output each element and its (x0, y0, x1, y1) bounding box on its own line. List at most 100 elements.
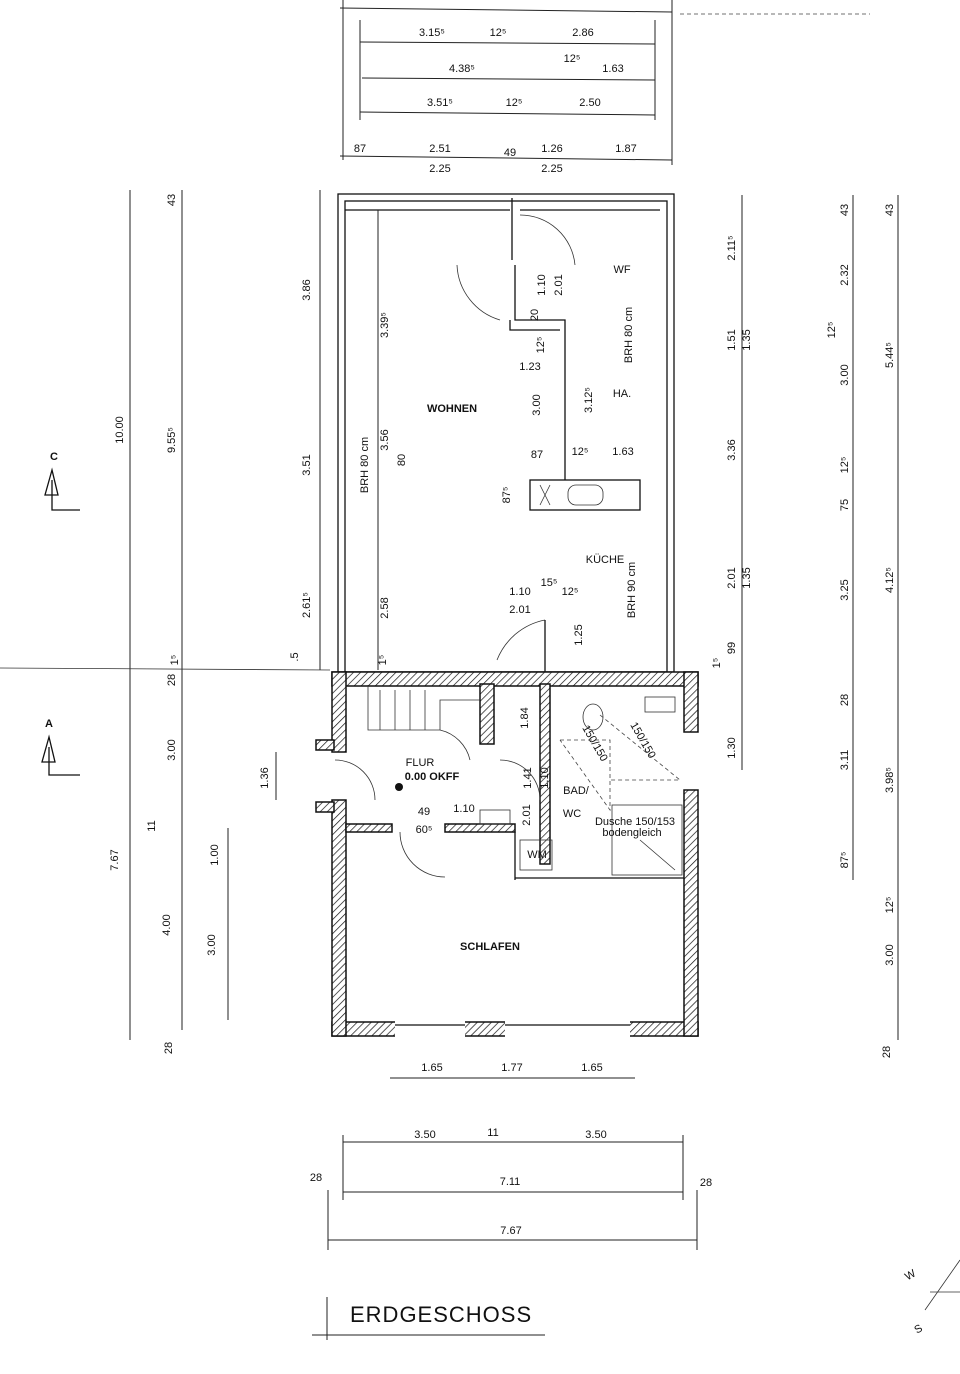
dimension-label: 3.12⁵ (583, 387, 595, 413)
dimension-label: 12⁵ (562, 586, 579, 598)
dimension-label: 1.65 (581, 1062, 602, 1074)
dimension-label: 87⁵ (839, 852, 851, 869)
dimension-label: 1.84 (519, 707, 531, 728)
dimension-label: 3.86 (301, 279, 313, 300)
dimension-label: 12⁵ (490, 27, 507, 39)
dimension-label: 1.41 (522, 767, 534, 788)
dimension-label: 12⁵ (839, 457, 851, 474)
dimension-label: BRH 90 cm (626, 562, 638, 618)
dimension-label: 87 (531, 449, 543, 461)
room-label-wf: WF (613, 264, 630, 276)
dimension-label: 4.12⁵ (884, 567, 896, 593)
dimension-label: 1.26 (541, 143, 562, 155)
dimension-label: 3.36 (726, 439, 738, 460)
upper-building-outline (337, 193, 675, 673)
dimension-label: 2.61⁵ (301, 592, 313, 618)
dimension-label: 1.65 (421, 1062, 442, 1074)
dimension-label: 9.55⁵ (166, 427, 178, 453)
dimension-label: 3.00 (531, 394, 543, 415)
section-marker-a: A (45, 718, 53, 730)
dimension-label: 5.44⁵ (884, 342, 896, 368)
dimension-label: 12⁵ (826, 322, 838, 339)
lower-building-walls (315, 671, 699, 1038)
dimension-label: 3.25 (839, 579, 851, 600)
dimension-label: 3.00 (166, 739, 178, 760)
dimension-label: 4.38⁵ (449, 63, 475, 75)
dimension-label: 49 (418, 806, 430, 818)
dimension-label: 3.15⁵ (419, 27, 445, 39)
dimension-label: 12⁵ (506, 97, 523, 109)
dimension-label: 2.11⁵ (726, 235, 738, 260)
dimension-label: 28 (163, 1042, 175, 1054)
room-label-dusche2: bodengleich (602, 827, 661, 839)
dimension-label: 2.25 (429, 163, 450, 175)
dimension-label: 12⁵ (535, 337, 547, 354)
room-label-dusche1: Dusche 150/153 (595, 816, 675, 828)
dimension-label: 2.32 (839, 264, 851, 285)
dimension-label: 11 (487, 1127, 498, 1139)
dimension-label: 10.00 (114, 416, 126, 444)
dimension-label: 2.01 (521, 804, 533, 825)
dimension-label: 49 (504, 147, 516, 159)
dimension-label: 28 (839, 694, 851, 706)
dimension-label: 87 (354, 143, 366, 155)
dimension-label: 1.23 (519, 361, 540, 373)
dimension-label: .5 (289, 652, 301, 661)
dimension-label: 1.36 (259, 767, 271, 788)
dimension-label: BRH 80 cm (359, 437, 371, 493)
dimension-label: 3.00 (884, 944, 896, 965)
dimension-label: 2.50 (579, 97, 600, 109)
room-label-schlafen: SCHLAFEN (460, 941, 520, 953)
dimension-label: 80 (396, 454, 408, 466)
plan-title: ERDGESCHOSS (350, 1302, 532, 1327)
dimension-label: 1.30 (726, 737, 738, 758)
dimension-label: 2.01 (509, 604, 530, 616)
dimension-label: 3.11 (839, 750, 851, 771)
dimension-label: 3.00 (206, 934, 218, 955)
room-label-flur: FLUR (406, 757, 435, 769)
room-label-bad2: WC (563, 808, 581, 820)
dimension-label: 2.01 (553, 274, 565, 295)
dimension-label: 1.10 (539, 767, 551, 788)
dimension-label: 28 (166, 674, 178, 686)
dimension-label: 7.67 (500, 1225, 521, 1237)
dimension-label: 20 (529, 309, 541, 321)
dimension-label: 1⁵ (169, 655, 181, 666)
dimension-label: 1.63 (612, 446, 633, 458)
dimension-label: 11 (146, 820, 158, 831)
dimension-label: 43 (166, 194, 178, 206)
dimension-label: 1.35 (741, 567, 753, 588)
dimension-label: 15⁵ (541, 577, 558, 589)
dimension-label: BRH 80 cm (623, 307, 635, 363)
dimension-label: 1.10 (453, 803, 474, 815)
dimension-label: 3.50 (414, 1129, 435, 1141)
room-label-level: 0.00 OKFF (405, 771, 460, 783)
dimension-label: 3.56 (379, 429, 391, 450)
dimension-label: 43 (884, 204, 896, 216)
dimension-label: 1⁵ (711, 658, 723, 669)
dimension-label: 2.51 (429, 143, 450, 155)
dimension-label: 28 (881, 1046, 893, 1058)
room-label-ha: HA. (613, 388, 631, 400)
dimension-label: 3.50 (585, 1129, 606, 1141)
dimension-label: 1.35 (741, 329, 753, 350)
compass-west: W (903, 1267, 919, 1283)
side-dimension-lines (0, 190, 960, 1340)
dimension-label: 28 (310, 1172, 322, 1184)
dimension-label: 43 (839, 204, 851, 216)
dimension-label: 75 (839, 499, 851, 511)
dimension-label: 12⁵ (572, 446, 589, 458)
dimension-label: 87⁵ (501, 487, 513, 504)
dimension-label: 4.00 (161, 914, 173, 935)
dimension-label: 2.25 (541, 163, 562, 175)
dimension-label: 1.10 (509, 586, 530, 598)
dimension-label: 7.11 (500, 1176, 521, 1188)
dimension-label: 1.87 (615, 143, 636, 155)
dimension-label: 2.58 (379, 597, 391, 618)
dimension-label: 1.63 (602, 63, 623, 75)
room-label-bad1: BAD/ (563, 785, 590, 797)
dimension-label: 1.51 (726, 329, 738, 350)
dimension-label: 28 (700, 1177, 712, 1189)
room-label-wm: WM (527, 849, 547, 861)
dimension-label: 3.51⁵ (427, 97, 453, 109)
